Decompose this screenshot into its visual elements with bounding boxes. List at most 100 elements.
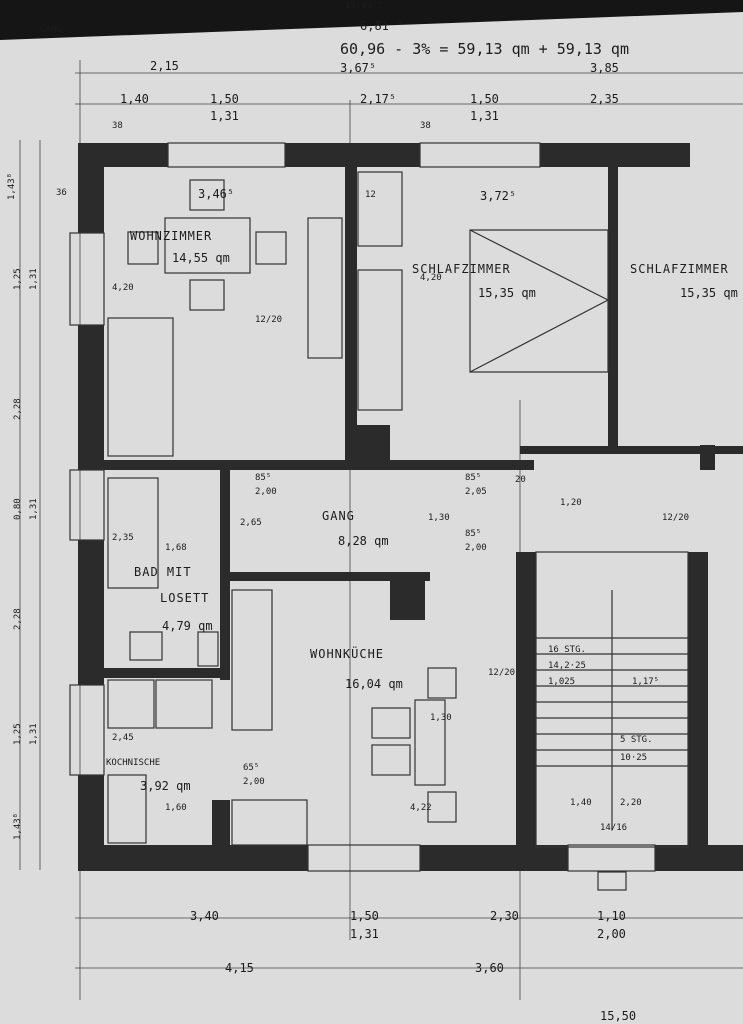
dim-left-5: 0,80 — [13, 498, 23, 520]
kitchen-chair-2 — [371, 744, 411, 776]
entrance-door — [567, 844, 656, 872]
wall-bottom-left — [78, 845, 308, 871]
dim-200a: 2,00 — [255, 487, 277, 497]
chimney-1 — [345, 425, 390, 467]
stair-step-count-1: 16 STG. — [548, 645, 586, 655]
furniture — [107, 171, 627, 891]
kitchen-area: 16,04 qm — [345, 677, 403, 691]
bathtub — [107, 477, 159, 589]
dim-655: 65⁵ — [243, 763, 259, 773]
chimney-2 — [390, 580, 425, 620]
left-dimensions: 1,43⁸ 1,25 1,31 2,28 0,80 1,31 2,28 1,25… — [7, 173, 39, 840]
dim-top-5: 1,50 — [210, 92, 239, 106]
dim-top-7: 1,50 — [470, 92, 499, 106]
living-table — [164, 217, 251, 274]
dim-420-mid: 4,20 — [420, 273, 442, 283]
stair-step-count-2: 5 STG. — [620, 735, 653, 745]
stair-step-calc-3: 1,17⁵ — [632, 677, 659, 687]
dim-top-8: 2,35 — [590, 92, 619, 106]
kochnische-name: KOCHNISCHE — [106, 758, 160, 768]
dim-160: 1,60 — [165, 803, 187, 813]
window-bed — [419, 142, 541, 168]
dim-top-sub-2: 1,31 — [470, 109, 499, 123]
bed-double — [469, 229, 609, 373]
dim-left-1: 1,43⁸ — [7, 173, 17, 200]
living-chair-top — [189, 179, 225, 211]
dim-bottom-sub-1: 1,31 — [350, 927, 379, 941]
window-bottom — [307, 844, 421, 872]
kitchen-name: WOHNKÜCHE — [310, 645, 384, 661]
stair-step-calc-4: 10·25 — [620, 753, 647, 763]
window-left-1 — [69, 232, 105, 326]
dim-left-2: 1,25 — [13, 268, 23, 290]
bed-wardrobe-1 — [357, 171, 403, 247]
wall-left-3 — [78, 540, 104, 685]
dim-bottom-total: 15,50 — [600, 1009, 636, 1023]
kochnische-counter — [155, 679, 213, 729]
stair-dim-1416: 14/16 — [600, 823, 627, 833]
dim-left-9: 1,31 — [29, 723, 39, 745]
dim-top-4: 1,40 — [120, 92, 149, 106]
dim-168: 1,68 — [165, 543, 187, 553]
dim-120: 1,20 — [560, 498, 582, 508]
dim-bottom-2: 1,50 — [350, 909, 379, 923]
dim-855a: 85⁵ — [255, 473, 271, 483]
wall-top-right — [540, 143, 690, 167]
kitchen-chair-3 — [427, 667, 457, 699]
wall-right-stub — [700, 445, 715, 470]
dim-bottom-1: 3,40 — [190, 909, 219, 923]
bed-wardrobe-2 — [357, 269, 403, 411]
wall-stair-left — [516, 552, 536, 847]
stair-dim-140: 1,40 — [570, 798, 592, 808]
kochnische-stove — [107, 679, 155, 729]
kochnische-cabinet — [107, 774, 147, 844]
dim-left-6: 1,31 — [29, 498, 39, 520]
kitchen-table — [414, 699, 446, 786]
living-chair-right — [255, 231, 287, 265]
bath-name-2: LOSETT — [160, 591, 209, 605]
dim-205: 2,05 — [465, 487, 487, 497]
kitchen-chair-4 — [427, 791, 457, 823]
dim-130: 1,30 — [428, 513, 450, 523]
dim-left-8: 1,25 — [13, 723, 23, 745]
header-sum-value: 6,81 " — [360, 19, 403, 33]
dim-38a: 38 — [112, 121, 123, 131]
dim-855c: 85⁵ — [465, 529, 481, 539]
dim-left-10: 1,43⁸ — [13, 813, 23, 840]
window-left-3 — [69, 684, 105, 776]
staircase — [535, 551, 689, 848]
living-chair-left — [127, 231, 159, 265]
toilet — [129, 631, 163, 661]
doormat — [597, 871, 627, 891]
dim-235: 2,35 — [112, 533, 134, 543]
dim-top-6: 2,17⁵ — [360, 92, 396, 106]
wall-hall-top — [104, 460, 534, 470]
dim-top-3: 3,85 — [590, 61, 619, 75]
sink — [197, 631, 219, 667]
wall-left-2 — [78, 325, 104, 470]
living-sofa — [307, 217, 343, 359]
kitchen-counter — [231, 589, 273, 731]
kitchen-cabinet — [231, 799, 308, 846]
dim-36: 36 — [56, 188, 67, 198]
exterior-walls — [78, 143, 743, 871]
dim-left-7: 2,28 — [13, 608, 23, 630]
bath-area: 4,79 qm — [162, 619, 213, 633]
bed1-name: SCHLAFZIMMER — [412, 262, 511, 276]
bed-lines — [469, 229, 610, 373]
kitchen-chair-1 — [371, 707, 411, 739]
bath-name: BAD MIT — [134, 565, 192, 579]
window-left-2 — [69, 469, 105, 541]
header-gang-label: GANG — [40, 25, 62, 35]
wall-bath-bottom — [104, 668, 224, 678]
dim-420-left: 4,20 — [112, 283, 134, 293]
stair-dim-220: 2,20 — [620, 798, 642, 808]
wall-hall-top-right — [520, 446, 743, 454]
top-dark-strip — [0, 0, 743, 40]
bed2-area: 15,35 qm — [680, 286, 738, 300]
dim-200c: 2,00 — [465, 543, 487, 553]
windows — [69, 142, 656, 872]
wall-left-1 — [78, 143, 104, 233]
hall-name: GANG — [322, 509, 355, 523]
kochnische-area: 3,92 qm — [140, 779, 191, 793]
